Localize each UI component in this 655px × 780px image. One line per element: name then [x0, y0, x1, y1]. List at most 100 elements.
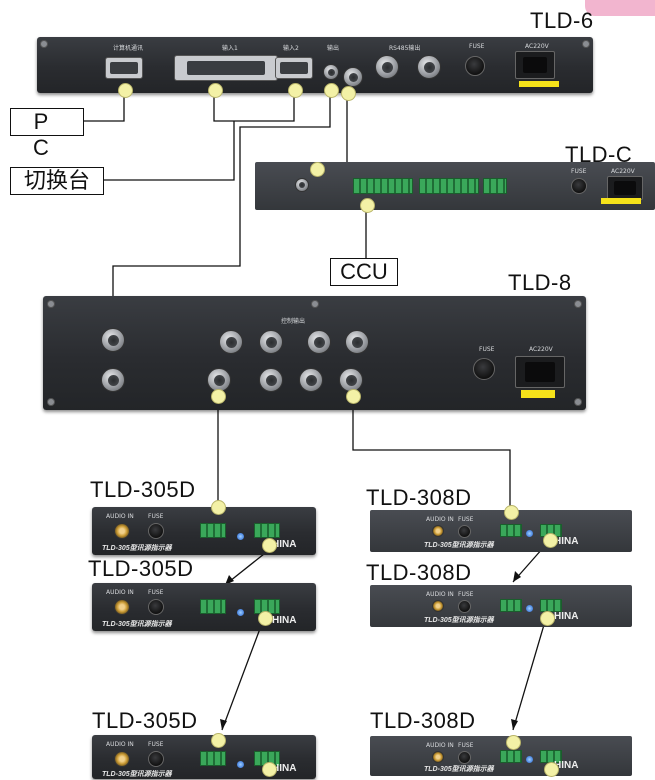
wire-tld8-to-308d: [352, 396, 511, 510]
fuse-holder: [473, 358, 495, 380]
tld6-title: TLD-6: [530, 8, 594, 33]
bnc-connector: [343, 67, 363, 87]
tld305-panel-1: AUDIO IN FUSE TLD-305型讯源指示器 HINA: [92, 507, 316, 555]
fuse-holder: [148, 523, 164, 539]
tld8-fuse-label: FUSE: [479, 346, 495, 353]
brand-logo: HINA: [272, 615, 297, 626]
tld308-title-1: TLD-308D: [366, 485, 472, 510]
fuse-label: FUSE: [458, 591, 474, 598]
screw: [40, 40, 48, 48]
connection-point: [211, 389, 226, 404]
screw: [574, 300, 582, 308]
connection-point: [544, 762, 559, 777]
wire-tld6-to-tld8: [112, 92, 331, 297]
arrow-head: [511, 719, 518, 730]
terminal-block: [353, 178, 413, 194]
status-led: [237, 761, 244, 768]
tld305-title-2: TLD-305D: [88, 556, 194, 581]
tld6-ac-label: AC220V: [525, 43, 549, 50]
audio-in-label: AUDIO IN: [426, 742, 454, 749]
tldc-fuse-label: FUSE: [571, 168, 587, 175]
fuse-holder: [465, 56, 485, 76]
tld308-title-3: TLD-308D: [370, 708, 476, 733]
connection-point: [211, 500, 226, 515]
model-text: TLD-305型讯源指示器: [102, 771, 172, 778]
tld8-ctrl-out-label: 控制输出: [281, 318, 306, 325]
wire-pc: [83, 92, 125, 122]
terminal-block: [200, 599, 226, 614]
fuse-holder: [571, 178, 587, 194]
xlr-connector: [417, 55, 441, 79]
tld8-panel: 控制输出 FUSE AC220V: [43, 296, 586, 410]
terminal-block: [540, 750, 562, 763]
tld8-title: TLD-8: [508, 270, 572, 295]
screw: [47, 300, 55, 308]
rating-label: [521, 390, 555, 398]
connection-point: [543, 533, 558, 548]
arrow-head: [513, 571, 521, 582]
rating-label: [519, 81, 559, 87]
connection-point: [258, 611, 273, 626]
corner-accent: [585, 0, 655, 16]
audio-jack: [432, 525, 444, 537]
terminal-block: [500, 524, 522, 537]
connection-point: [346, 389, 361, 404]
wire-308d-2-3: [512, 617, 547, 731]
fuse-holder: [148, 599, 164, 615]
xlr-connector: [345, 330, 369, 354]
terminal-block: [419, 178, 479, 194]
audio-jack: [114, 523, 130, 539]
terminal-block: [200, 523, 226, 538]
screw: [574, 398, 582, 406]
audio-in-label: AUDIO IN: [426, 516, 454, 523]
connection-point: [211, 733, 226, 748]
tld308-panel-3: AUDIO IN FUSE TLD-305型讯源指示器 HINA: [370, 736, 632, 776]
screw: [311, 300, 319, 308]
xlr-connector: [101, 328, 125, 352]
audio-in-label: AUDIO IN: [426, 591, 454, 598]
terminal-block: [200, 751, 226, 766]
wire-305d-2-3: [221, 617, 265, 731]
centronics-connector: [174, 55, 278, 81]
tld308-title-2: TLD-308D: [366, 560, 472, 585]
power-inlet: [607, 176, 643, 200]
arrow-head: [225, 575, 234, 585]
terminal-block: [483, 178, 507, 194]
tld6-port-pc-label: 计算机通讯: [113, 45, 144, 52]
tld6-panel: 计算机通讯 输入1 输入2 输出 RS485输出 FUSE AC220V: [37, 37, 593, 93]
connection-point: [118, 83, 133, 98]
model-text: TLD-305型讯源指示器: [424, 617, 494, 624]
screw: [47, 398, 55, 406]
terminal-block: [254, 523, 280, 538]
audio-jack: [432, 600, 444, 612]
status-led: [526, 756, 533, 763]
brand-logo: HINA: [272, 763, 297, 774]
connection-point: [540, 611, 555, 626]
fuse-holder: [148, 751, 164, 767]
db9-connector: [105, 57, 143, 79]
fuse-label: FUSE: [458, 516, 474, 523]
tld6-port-in1-label: 输入1: [222, 45, 238, 52]
model-text: TLD-305型讯源指示器: [424, 542, 494, 549]
tld305-panel-3: AUDIO IN FUSE TLD-305型讯源指示器 HINA: [92, 735, 316, 779]
status-led: [237, 609, 244, 616]
screw: [582, 40, 590, 48]
brand-logo: HINA: [272, 539, 297, 550]
tld6-fuse-label: FUSE: [469, 43, 485, 50]
brand-logo: HINA: [554, 536, 579, 547]
terminal-block: [500, 750, 522, 763]
tld6-port-out-label: 输出: [327, 45, 340, 52]
audio-jack: [114, 599, 130, 615]
rating-label: [601, 198, 641, 204]
status-led: [526, 530, 533, 537]
xlr-connector: [219, 330, 243, 354]
brand-logo: HINA: [554, 760, 579, 771]
fuse-label: FUSE: [148, 513, 164, 520]
connection-point: [262, 762, 277, 777]
fuse-label: FUSE: [148, 741, 164, 748]
tldc-panel: FUSE AC220V: [255, 162, 655, 210]
model-text: TLD-305型讯源指示器: [424, 766, 494, 773]
connection-point: [208, 83, 223, 98]
brand-logo: HINA: [554, 611, 579, 622]
